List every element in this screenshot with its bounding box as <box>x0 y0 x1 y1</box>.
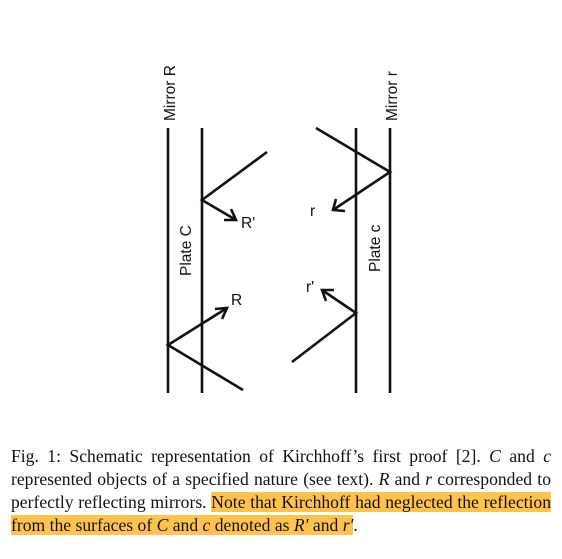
ray-r-prime-arrowhead <box>320 288 334 302</box>
caption-highlight-text: and <box>168 514 203 535</box>
caption-highlight-text: and <box>308 514 343 535</box>
caption-symbol-R: R <box>378 468 390 489</box>
ray-R-label: R <box>231 292 242 309</box>
ray-r <box>315 126 393 212</box>
caption-text: represented objects of a specified natur… <box>11 468 379 489</box>
ray-R <box>165 306 244 392</box>
plate-c-label: Plate c <box>367 224 384 272</box>
plate-C-label: Plate C <box>178 225 195 276</box>
ray-r-prime-label: r' <box>306 279 314 296</box>
caption-symbol-C: C <box>156 514 169 535</box>
caption-symbol-R-prime: R′ <box>293 514 309 535</box>
caption-highlight-text: Note that Kirchhoff had neglected the re… <box>11 491 551 535</box>
caption-text: and <box>500 445 544 466</box>
caption-text: . <box>353 514 358 535</box>
ray-r-prime <box>291 288 359 364</box>
ray-R-prime-label: R' <box>241 215 255 232</box>
caption-text: corresponded to perfectly reflecting mir… <box>11 468 551 512</box>
ray-R-prime <box>199 150 268 222</box>
caption-fig-number: Fig. 1: <box>11 445 61 466</box>
ray-R-prime-arrowhead <box>224 208 239 222</box>
ray-r-label: r <box>310 203 315 220</box>
caption-symbol-r-prime: r′ <box>342 514 354 535</box>
caption-symbol-C: C <box>489 445 501 466</box>
ray-r-arrowhead <box>331 198 346 213</box>
ray-R-arrowhead <box>214 306 230 320</box>
mirror-r-label: Mirror r <box>384 71 401 121</box>
kirchhoff-schematic-figure: Mirror R Mirror r Plate C Plate c R' R r… <box>162 65 401 393</box>
caption-text: Schematic representation of Kirchhoff’s … <box>61 445 490 466</box>
caption-symbol-r: r <box>425 468 433 489</box>
caption-highlight-text: denoted as <box>210 514 294 535</box>
mirror-R-label: Mirror R <box>162 65 179 121</box>
caption-text: and <box>389 468 426 489</box>
caption-symbol-c: c <box>202 514 211 535</box>
caption-symbol-c: c <box>543 445 552 466</box>
figure-caption: Fig. 1: Schematic representation of Kirc… <box>11 445 551 537</box>
